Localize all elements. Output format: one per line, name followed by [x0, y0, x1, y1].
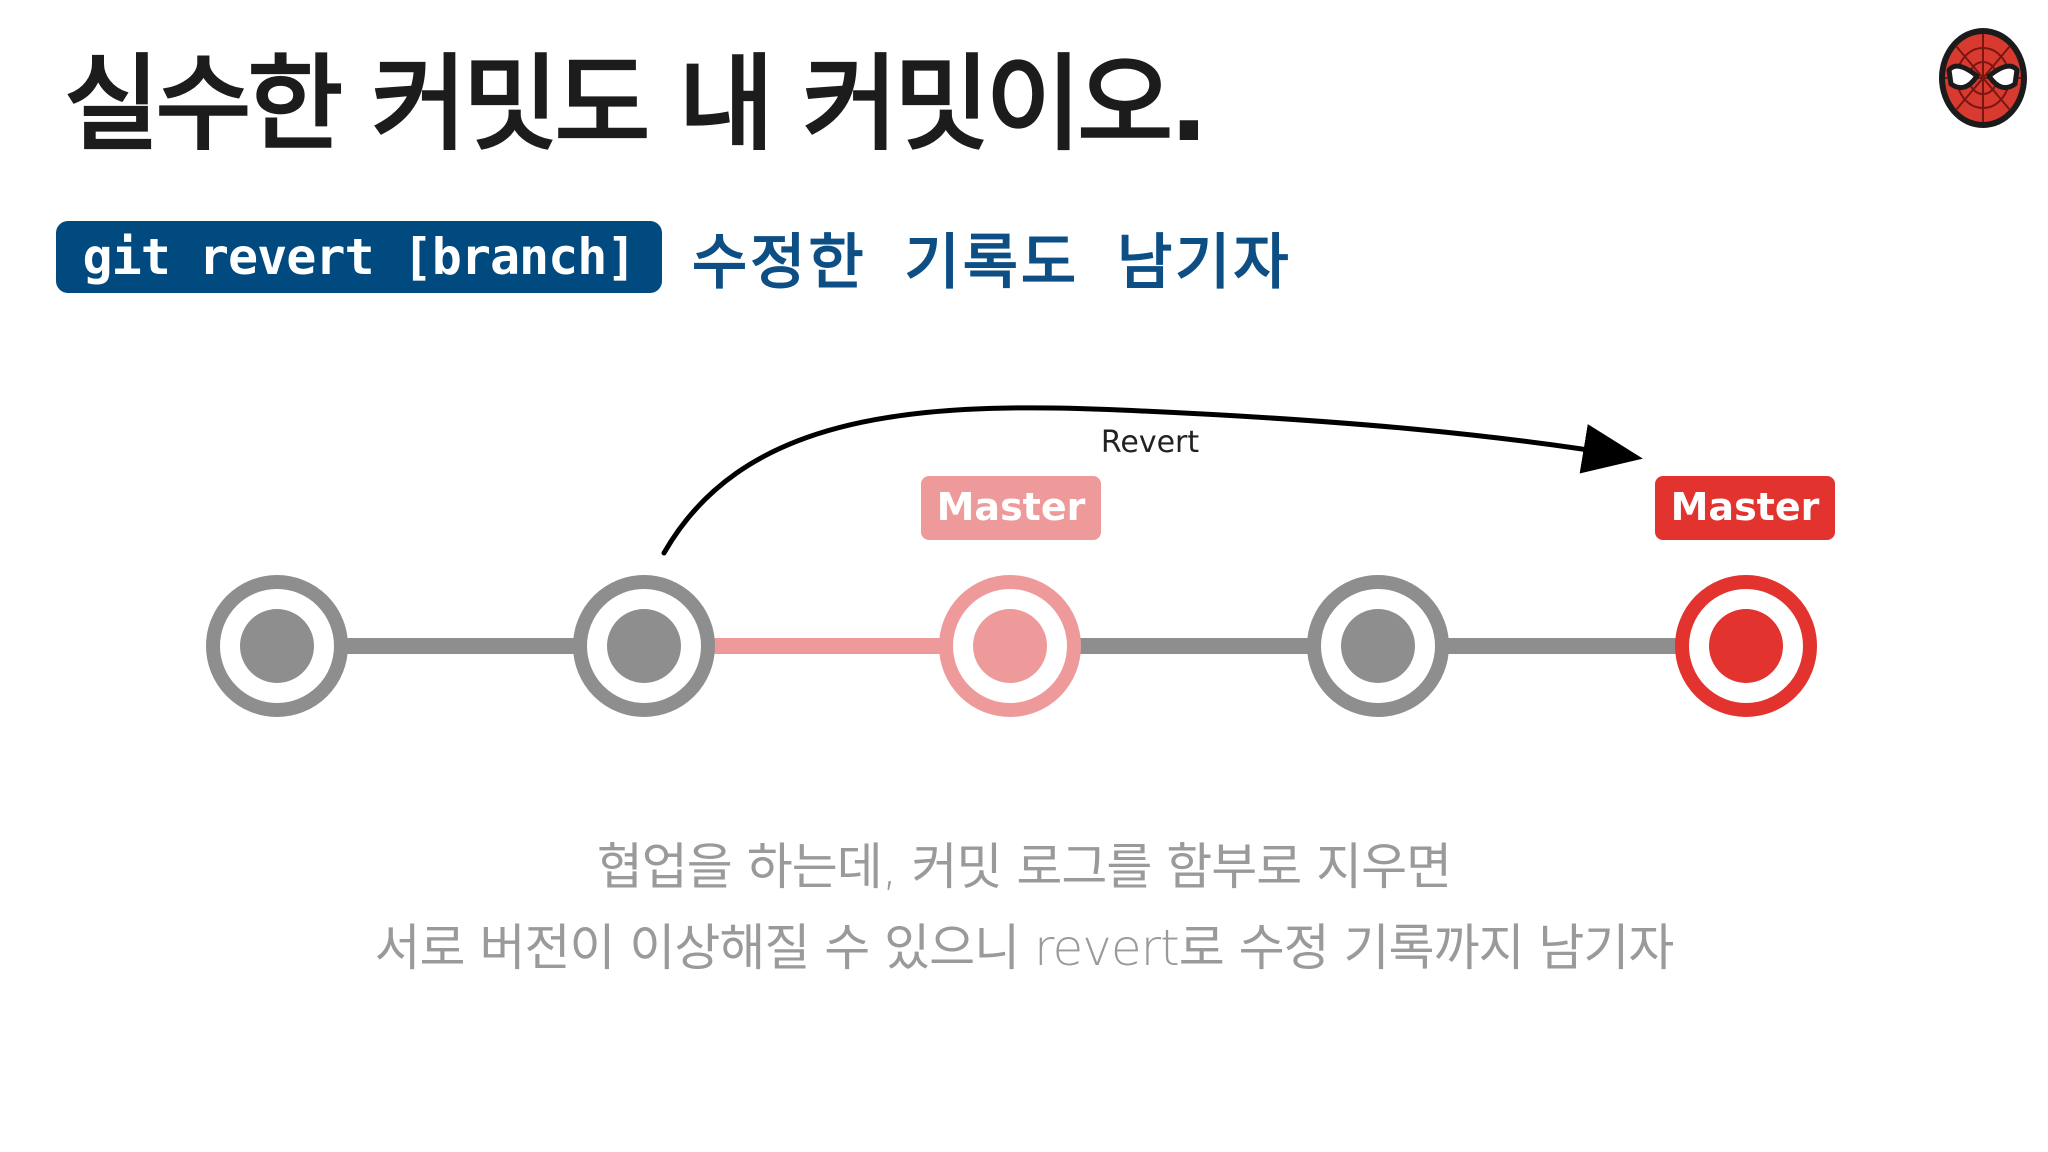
slide-title: 실수한 커밋도 내 커밋이오. [64, 43, 1209, 165]
new-master-label-text: Master [1671, 485, 1820, 529]
commit-node-new-head [1675, 575, 1817, 717]
old-master-label-text: Master [937, 485, 1086, 529]
command-badge: git revert [branch] [56, 221, 662, 293]
caption-line-1: 협업을 하는데, 커밋 로그를 함부로 지우면 [596, 838, 1452, 896]
subtitle-text: 수정한 기록도 남기자 [692, 227, 1292, 298]
commit-node [206, 575, 348, 717]
old-master-label: Master [921, 476, 1101, 540]
commit-node-old-head [939, 575, 1081, 717]
revert-arrow-label: Revert [1101, 425, 1199, 460]
spider-mask-icon [1935, 20, 2031, 130]
caption-line-2: 서로 버전이 이상해질 수 있으니 revert로 수정 기록까지 남기자 [374, 919, 1675, 977]
revert-arrow [661, 405, 1643, 556]
commit-node [573, 575, 715, 717]
commit-node [1307, 575, 1449, 717]
new-master-label: Master [1655, 476, 1835, 540]
subtitle-row: git revert [branch] 수정한 기록도 남기자 [56, 221, 1292, 298]
